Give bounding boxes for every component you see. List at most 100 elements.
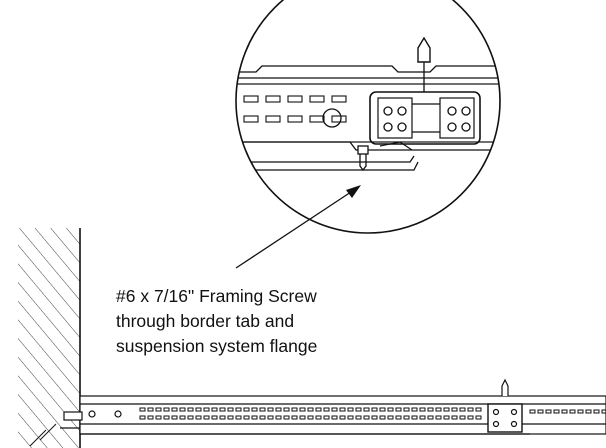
perforation-slot bbox=[251, 415, 258, 420]
perforation-slot bbox=[435, 407, 442, 412]
perforation-slot bbox=[187, 407, 194, 412]
perforation-slot bbox=[299, 407, 306, 412]
perforation-slot bbox=[403, 415, 410, 420]
perforation-slot bbox=[443, 415, 450, 420]
callout-text: #6 x 7/16" Framing Screw through border … bbox=[116, 284, 416, 359]
perforation-slot bbox=[339, 415, 346, 420]
perforation-slot bbox=[475, 415, 482, 420]
perforation-slot bbox=[585, 409, 592, 414]
callout-line-2: through border tab and bbox=[116, 311, 295, 331]
perforation-slot bbox=[443, 407, 450, 412]
perforation-slot bbox=[187, 415, 194, 420]
perforation-slot bbox=[395, 407, 402, 412]
perforation-slot bbox=[451, 415, 458, 420]
perforation-slot bbox=[195, 407, 202, 412]
perforation-slot bbox=[411, 407, 418, 412]
perforation-slot bbox=[275, 407, 282, 412]
leader-arrow bbox=[235, 185, 361, 269]
perforation-slot bbox=[155, 415, 162, 420]
perforation-slot bbox=[403, 407, 410, 412]
perforation-slot bbox=[435, 415, 442, 420]
perforation-slot bbox=[467, 407, 474, 412]
perforation-slot bbox=[363, 407, 370, 412]
perforation-slot bbox=[299, 415, 306, 420]
perforation-slot bbox=[395, 415, 402, 420]
perforation-slot bbox=[227, 415, 234, 420]
perforation-slot bbox=[347, 415, 354, 420]
perforation-slot bbox=[235, 407, 242, 412]
perforation-slot bbox=[379, 415, 386, 420]
perforation-slot bbox=[163, 415, 170, 420]
perforation-slot bbox=[171, 415, 178, 420]
perforation-slot bbox=[147, 415, 154, 420]
perforation-slot bbox=[243, 407, 250, 412]
perforation-slot bbox=[203, 407, 210, 412]
perforation-slot bbox=[387, 415, 394, 420]
perforation-slot bbox=[371, 407, 378, 412]
perforation-slot bbox=[545, 409, 552, 414]
perforation-slot bbox=[307, 415, 314, 420]
perforation-slot bbox=[475, 407, 482, 412]
perforation-slot bbox=[569, 409, 576, 414]
perforation-slot bbox=[203, 415, 210, 420]
perforation-slot bbox=[419, 415, 426, 420]
perforation-slot bbox=[561, 409, 568, 414]
perforation-slot bbox=[427, 415, 434, 420]
perforation-slot bbox=[219, 415, 226, 420]
perforation-slot bbox=[179, 415, 186, 420]
perforation-slot bbox=[577, 409, 584, 414]
perforation-slot bbox=[419, 407, 426, 412]
perforation-slot bbox=[291, 415, 298, 420]
perforation-slot bbox=[275, 415, 282, 420]
perforation-slot bbox=[243, 415, 250, 420]
perforation-slot bbox=[283, 407, 290, 412]
detail-magnifier-circle bbox=[235, 0, 501, 234]
perforation-slot bbox=[347, 407, 354, 412]
perforation-slot bbox=[467, 415, 474, 420]
perforation-slot bbox=[171, 407, 178, 412]
perforation-slot bbox=[355, 407, 362, 412]
perforation-slot bbox=[411, 415, 418, 420]
perforation-slot bbox=[331, 407, 338, 412]
perforation-slot bbox=[331, 415, 338, 420]
perforation-slot bbox=[363, 415, 370, 420]
perforation-slot bbox=[251, 407, 258, 412]
perforation-slot bbox=[139, 407, 146, 412]
perforation-slot bbox=[291, 407, 298, 412]
perforation-slot bbox=[339, 407, 346, 412]
perforation-slot bbox=[211, 407, 218, 412]
callout-line-1: #6 x 7/16" Framing Screw bbox=[116, 286, 317, 306]
perforation-slot bbox=[227, 407, 234, 412]
perforation-slot bbox=[179, 407, 186, 412]
perforation-slot bbox=[219, 407, 226, 412]
perforation-slot bbox=[147, 407, 154, 412]
perforation-slot bbox=[259, 407, 266, 412]
perforation-slot bbox=[315, 407, 322, 412]
perforation-slot bbox=[371, 415, 378, 420]
perforation-slot bbox=[601, 409, 606, 414]
perforation-slot bbox=[379, 407, 386, 412]
perforation-slot bbox=[267, 415, 274, 420]
perforation-slot bbox=[593, 409, 600, 414]
perforation-slot bbox=[235, 415, 242, 420]
perforation-slot bbox=[259, 415, 266, 420]
perforation-slot bbox=[451, 407, 458, 412]
perforation-slot bbox=[459, 407, 466, 412]
perforation-slot bbox=[307, 407, 314, 412]
perforation-slot bbox=[163, 407, 170, 412]
perforation-slot bbox=[195, 415, 202, 420]
perforation-slot bbox=[459, 415, 466, 420]
callout-line-3: suspension system flange bbox=[116, 336, 318, 356]
perforation-slot bbox=[211, 415, 218, 420]
perforation-slot bbox=[387, 407, 394, 412]
grid-assembly bbox=[60, 378, 606, 435]
perforation-slot bbox=[155, 407, 162, 412]
perforation-slot bbox=[323, 415, 330, 420]
perforation-slot bbox=[267, 407, 274, 412]
perforation-slot bbox=[315, 415, 322, 420]
framing-screw-icon bbox=[357, 145, 369, 172]
perforation-slot bbox=[427, 407, 434, 412]
perforation-slot bbox=[529, 409, 536, 414]
perforation-slot bbox=[323, 407, 330, 412]
